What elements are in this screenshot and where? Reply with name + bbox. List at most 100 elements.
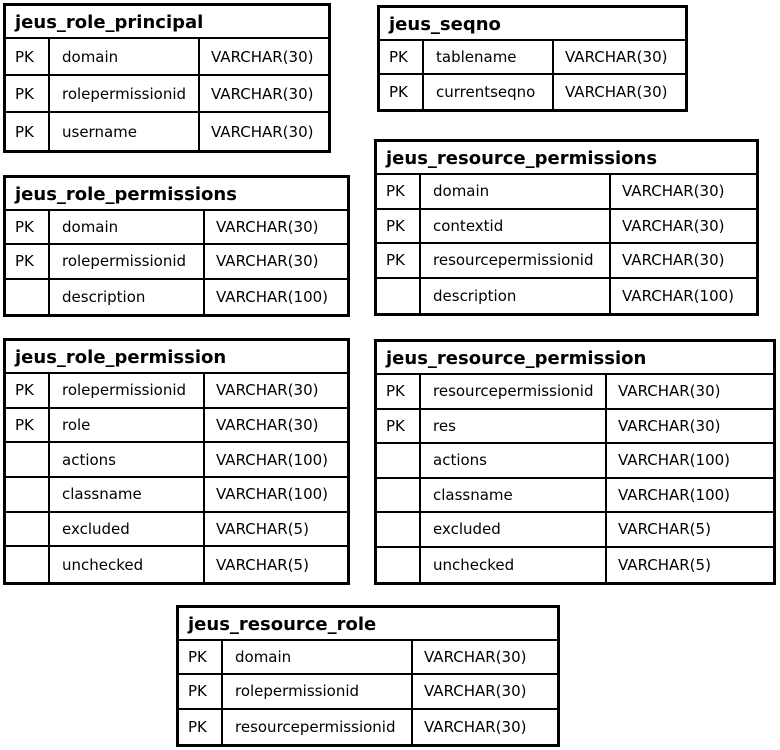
column-type-cell: VARCHAR(5) — [216, 555, 309, 574]
column-name-cell: username — [50, 113, 200, 150]
column-name-cell: role — [50, 408, 205, 442]
key-cell — [6, 477, 50, 511]
table-row: unchecked VARCHAR(5) — [6, 547, 347, 582]
key-cell: PK — [380, 75, 424, 109]
table-title: jeus_resource_permissions — [377, 142, 756, 175]
column-name-cell: domain — [50, 39, 200, 74]
column-type-cell: VARCHAR(30) — [216, 381, 319, 400]
key-cell — [377, 547, 421, 582]
column-name-cell: res — [421, 409, 607, 442]
column-name-cell: resourcepermissionid — [421, 375, 607, 408]
column-type-cell: VARCHAR(100) — [216, 450, 329, 469]
table-row: classname VARCHAR(100) — [6, 477, 347, 513]
column-type-cell: VARCHAR(30) — [216, 218, 319, 237]
column-type-cell: VARCHAR(30) — [622, 182, 725, 201]
table-title: jeus_resource_role — [179, 608, 557, 641]
column-name-cell: resourcepermissionid — [421, 244, 611, 277]
key-cell: PK — [6, 374, 50, 407]
column-name-cell: actions — [421, 444, 607, 477]
column-name-cell: unchecked — [421, 547, 607, 582]
table-title: jeus_seqno — [380, 8, 685, 41]
column-name-cell: classname — [50, 477, 205, 511]
column-type-cell: VARCHAR(30) — [211, 47, 314, 66]
column-name-cell: domain — [223, 641, 413, 674]
column-type-cell: VARCHAR(30) — [424, 648, 527, 667]
table-title: jeus_role_permissions — [6, 178, 347, 211]
column-type-cell: VARCHAR(30) — [216, 415, 319, 434]
column-type-cell: VARCHAR(30) — [216, 252, 319, 271]
column-type-cell: VARCHAR(30) — [618, 382, 721, 401]
column-name-cell: unchecked — [50, 547, 205, 582]
column-name-cell: tablename — [424, 41, 554, 73]
key-cell: PK — [179, 709, 223, 744]
table-row: description VARCHAR(100) — [6, 279, 347, 314]
column-name-cell: excluded — [421, 513, 607, 546]
column-type-cell: VARCHAR(100) — [622, 286, 735, 305]
column-name-cell: excluded — [50, 512, 205, 546]
key-cell: PK — [377, 175, 421, 208]
key-cell — [6, 512, 50, 546]
key-cell: PK — [6, 39, 50, 74]
column-type-cell: VARCHAR(30) — [565, 83, 668, 101]
key-cell — [6, 443, 50, 476]
column-type-cell: VARCHAR(5) — [618, 520, 711, 539]
key-cell: PK — [377, 244, 421, 277]
column-type-cell: VARCHAR(100) — [618, 451, 731, 470]
key-cell — [6, 547, 50, 582]
key-cell: PK — [6, 408, 50, 442]
key-cell: PK — [377, 375, 421, 408]
key-cell: PK — [380, 41, 424, 73]
column-type-cell: VARCHAR(30) — [622, 216, 725, 235]
column-name-cell: rolepermissionid — [50, 374, 205, 407]
column-type-cell: VARCHAR(30) — [424, 682, 527, 701]
table-title: jeus_role_permission — [6, 341, 347, 374]
column-type-cell: VARCHAR(100) — [618, 485, 731, 504]
column-type-cell: VARCHAR(5) — [216, 519, 309, 538]
column-name-cell: actions — [50, 443, 205, 476]
table-row: excluded VARCHAR(5) — [6, 512, 347, 548]
column-type-cell: VARCHAR(30) — [618, 416, 721, 435]
key-cell — [377, 478, 421, 511]
key-cell: PK — [6, 211, 50, 244]
column-type-cell: VARCHAR(30) — [565, 48, 668, 66]
table-title: jeus_resource_permission — [377, 342, 773, 375]
column-name-cell: domain — [50, 211, 205, 244]
table-row: classname VARCHAR(100) — [377, 478, 773, 513]
column-type-cell: VARCHAR(30) — [211, 84, 314, 103]
column-type-cell: VARCHAR(100) — [216, 485, 329, 504]
key-cell — [377, 513, 421, 546]
column-name-cell: classname — [421, 478, 607, 511]
table-row: excluded VARCHAR(5) — [377, 513, 773, 548]
key-cell — [377, 278, 421, 313]
table-title: jeus_role_principal — [6, 6, 328, 39]
column-name-cell: domain — [421, 175, 611, 208]
column-name-cell: description — [50, 279, 205, 314]
column-name-cell: currentseqno — [424, 75, 554, 109]
key-cell: PK — [179, 675, 223, 708]
table-row: actions VARCHAR(100) — [377, 444, 773, 479]
table-row: actions VARCHAR(100) — [6, 443, 347, 478]
column-name-cell: contextid — [421, 209, 611, 242]
column-type-cell: VARCHAR(30) — [211, 122, 314, 141]
column-type-cell: VARCHAR(100) — [216, 287, 329, 306]
